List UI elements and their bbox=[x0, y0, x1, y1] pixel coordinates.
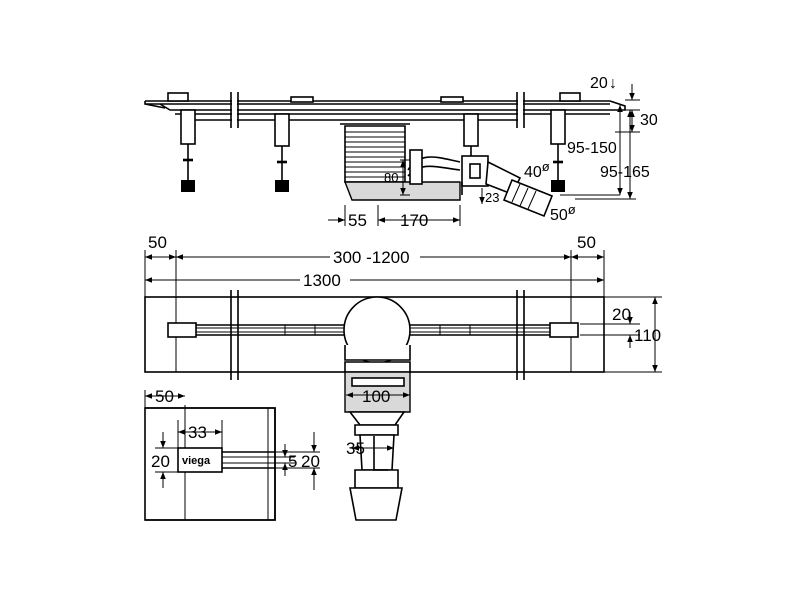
dim-body-width: 55 bbox=[348, 211, 367, 230]
dim-channel-width: 20 bbox=[612, 305, 631, 324]
dim-height-range-a: 95-150 bbox=[567, 140, 617, 157]
side-outlet-pipe bbox=[407, 149, 554, 218]
top-drain-outlet bbox=[343, 296, 411, 521]
dim-outlet-offset: 23 bbox=[485, 190, 499, 205]
side-foot-4 bbox=[550, 109, 566, 192]
dim-end-left: 50 bbox=[148, 233, 167, 252]
detail-dim-slot: 5 bbox=[288, 452, 297, 471]
top-view: 50 300 -1200 50 1300 20 110 bbox=[144, 233, 662, 521]
detail-dim-end: 50 bbox=[155, 387, 174, 406]
dim-outlet-height: 80 bbox=[384, 170, 398, 185]
side-dimensions bbox=[328, 84, 640, 226]
dim-total-width: 110 bbox=[634, 326, 661, 345]
dim-length-range: 300 -1200 bbox=[333, 248, 410, 267]
viega-logo: viega bbox=[182, 455, 211, 467]
dim-pipe-dia: 50ø bbox=[550, 202, 576, 224]
side-cover-rail bbox=[144, 92, 626, 128]
detail-frame bbox=[144, 405, 276, 521]
dim-total-length: 1300 bbox=[303, 271, 341, 290]
dim-pipe-width: 35 bbox=[346, 439, 365, 458]
top-dimensions bbox=[144, 250, 662, 373]
dim-arrow-down-icon: ↓ bbox=[609, 75, 617, 92]
detail-dim-slot-total: 20 bbox=[301, 452, 320, 471]
dim-top-offset: 20 bbox=[590, 75, 608, 92]
side-foot-3 bbox=[463, 113, 479, 160]
detail-dim-logo-width: 33 bbox=[188, 423, 207, 442]
dim-height-range-b: 95-165 bbox=[600, 164, 650, 181]
side-foot-1 bbox=[180, 109, 196, 192]
side-foot-2 bbox=[274, 113, 290, 192]
dim-outlet-length: 170 bbox=[400, 211, 428, 230]
dim-outlet-width: 100 bbox=[362, 387, 390, 406]
detail-view: 50 33 20 viega 5 20 bbox=[144, 387, 320, 521]
dim-depth: 30 bbox=[640, 112, 658, 129]
dim-angle-label: 40ø bbox=[524, 159, 550, 181]
detail-dimensions bbox=[144, 390, 320, 490]
side-view: 20 ↓ 30 95-150 95-165 80 23 40ø 50ø 55 1… bbox=[144, 75, 658, 230]
side-drain-body bbox=[340, 123, 461, 201]
dim-end-right: 50 bbox=[577, 233, 596, 252]
detail-dim-logo-height: 20 bbox=[151, 452, 170, 471]
